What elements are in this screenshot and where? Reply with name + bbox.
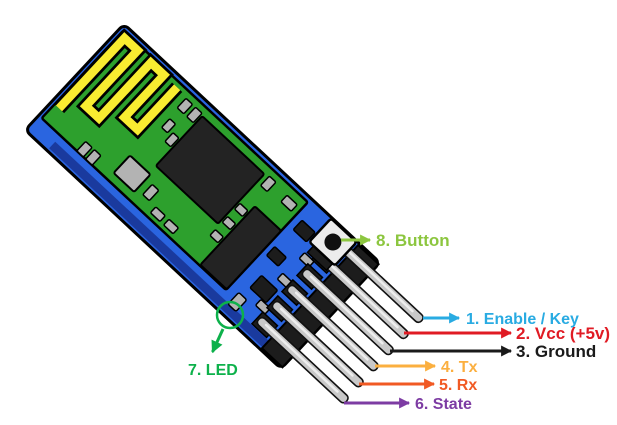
pin-4 bbox=[286, 284, 379, 372]
pin-4-label: 4. Tx bbox=[441, 359, 478, 376]
header-bar bbox=[260, 243, 381, 369]
led-label: 7. LED bbox=[188, 362, 238, 379]
pin-6-label: 6. State bbox=[415, 396, 472, 413]
antenna-trace-icon bbox=[55, 32, 181, 136]
crystal bbox=[113, 155, 151, 193]
secondary-chip bbox=[200, 206, 282, 290]
bluetooth-module bbox=[26, 24, 424, 404]
pin-6 bbox=[256, 316, 349, 404]
led-arrow bbox=[211, 328, 225, 354]
push-button bbox=[306, 218, 357, 272]
led bbox=[227, 292, 247, 312]
pin-1-label: 1. Enable / Key bbox=[466, 311, 579, 328]
button-plunger bbox=[324, 233, 342, 251]
pin-3 bbox=[301, 268, 394, 356]
main-chip bbox=[155, 115, 265, 224]
led-highlight-circle bbox=[215, 300, 245, 330]
smd-components bbox=[249, 220, 316, 303]
board-edge-shadow bbox=[49, 141, 287, 364]
pin-3-label: 3. Ground bbox=[516, 342, 596, 361]
button-label: 8. Button bbox=[376, 231, 450, 250]
pin-2-label: 2. Vcc (+5v) bbox=[516, 324, 610, 343]
header-pins bbox=[256, 236, 424, 404]
pin-5-label: 5. Rx bbox=[439, 377, 477, 394]
